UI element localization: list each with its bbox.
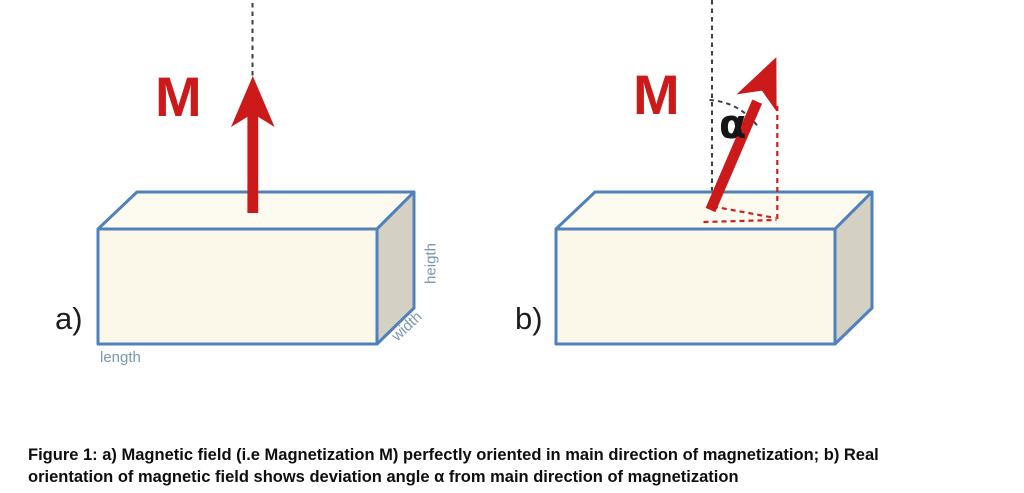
panel-a-label: a) <box>55 301 83 336</box>
arrow-b-head-icon <box>736 57 777 112</box>
figure-caption: Figure 1: a) Magnetic field (i.e Magneti… <box>28 444 1014 488</box>
panel-b-diagram <box>554 0 874 346</box>
length-dimension-label: length <box>100 349 141 366</box>
height-dimension-label: heigth <box>422 243 440 284</box>
magnet-b-front-face <box>554 227 837 346</box>
magnetization-arrow-b <box>705 57 777 213</box>
magnetization-label-a: M <box>155 65 202 128</box>
arrow-a-head-icon <box>231 76 275 127</box>
arrow-a-shaft <box>247 110 259 213</box>
arrow-b-shaft <box>705 99 763 213</box>
magnetization-label-b: M <box>633 63 680 126</box>
angle-arc-dashed <box>709 99 759 127</box>
panel-b-label: b) <box>515 301 543 336</box>
projection-lower-dashed-red <box>703 218 777 224</box>
diagram-canvas <box>96 0 874 346</box>
projection-upper-dashed-red <box>712 205 776 220</box>
magnetization-arrow-a <box>231 76 275 213</box>
deviation-angle-label: α <box>719 102 747 148</box>
magnet-a-front-face <box>96 227 379 346</box>
caption-line-1: Figure 1: a) Magnetic field (i.e Magneti… <box>28 446 879 464</box>
caption-line-2: orientation of magnetic field shows devi… <box>28 468 739 486</box>
panel-a-diagram <box>96 3 416 346</box>
